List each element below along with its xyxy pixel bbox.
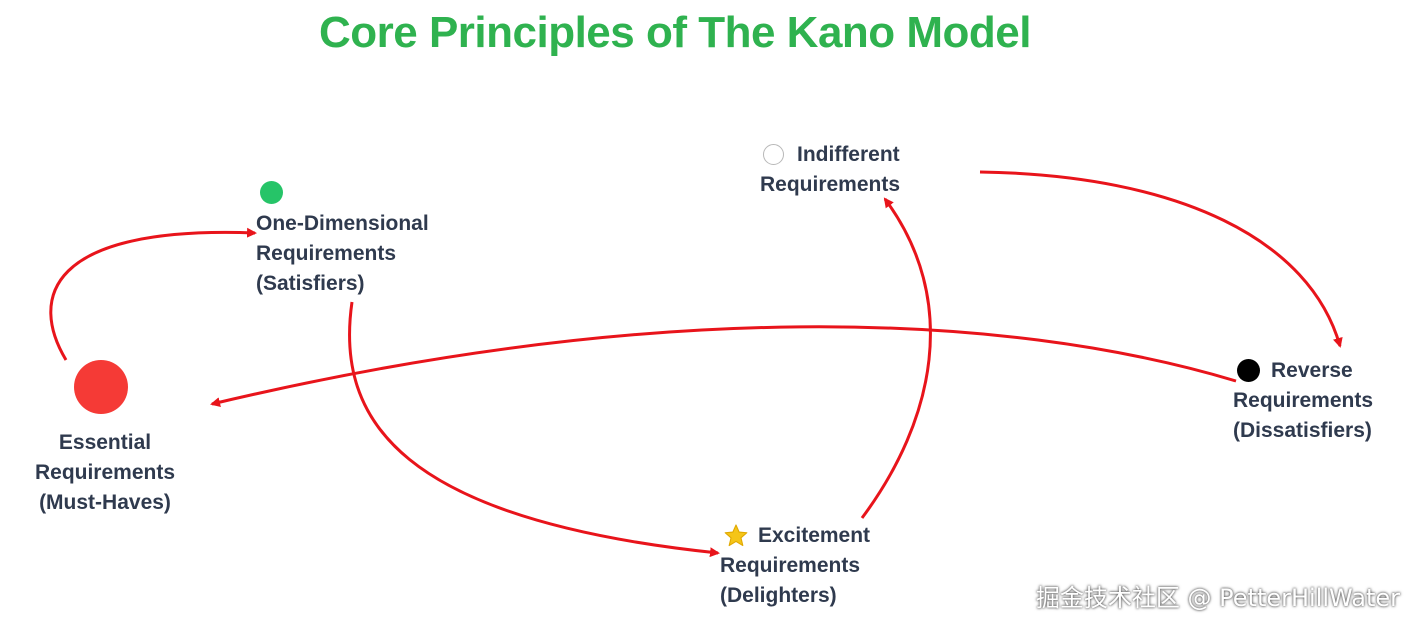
one-dimensional-label-line: (Satisfiers) [256, 272, 365, 295]
reverse-label-line: Reverse [1271, 359, 1353, 382]
excitement-label-line: Excitement [758, 524, 871, 547]
essential-requirements-label: Essential Requirements (Must-Haves) [20, 428, 190, 518]
one-dimensional-requirements-label: One-Dimensional Requirements (Satisfiers… [256, 209, 429, 299]
reverse-marker-icon [1237, 359, 1260, 382]
arrow-reverse-to-essential [210, 325, 1237, 408]
reverse-label-line: (Dissatisfiers) [1233, 419, 1372, 442]
indifferent-marker-icon [763, 144, 784, 165]
reverse-label-line: Requirements [1233, 389, 1374, 412]
essential-marker-icon [74, 360, 128, 414]
indifferent-label-line: Requirements [760, 173, 901, 196]
one-dimensional-label-line: One-Dimensional [256, 212, 429, 235]
one-dimensional-marker-icon [260, 181, 283, 204]
reverse-requirements-label: Reverse Requirements (Dissatisfiers) [1233, 356, 1373, 446]
indifferent-label-line: Indifferent [797, 143, 900, 166]
essential-label-line: (Must-Haves) [39, 491, 171, 514]
watermark: 掘金技术社区 @ PetterHillWater [1035, 584, 1400, 612]
arrow-essential-to-onedimensional [49, 227, 257, 361]
one-dimensional-label-line: Requirements [256, 242, 397, 265]
arrow-indifferent-to-reverse [979, 170, 1343, 348]
essential-label-line: Essential [58, 431, 152, 454]
essential-label-line: Requirements [34, 461, 176, 484]
diagram-title: Core Principles of The Kano Model [318, 8, 1032, 57]
arrow-onedimensional-to-excitement [348, 301, 720, 558]
indifferent-requirements-label: Indifferent Requirements [760, 140, 900, 200]
star-icon [724, 524, 748, 547]
excitement-label-line: Requirements [720, 554, 861, 577]
excitement-label-line: (Delighters) [720, 584, 837, 607]
excitement-requirements-label: Excitement Requirements (Delighters) [720, 521, 870, 611]
arrow-excitement-to-indifferent [860, 197, 932, 519]
